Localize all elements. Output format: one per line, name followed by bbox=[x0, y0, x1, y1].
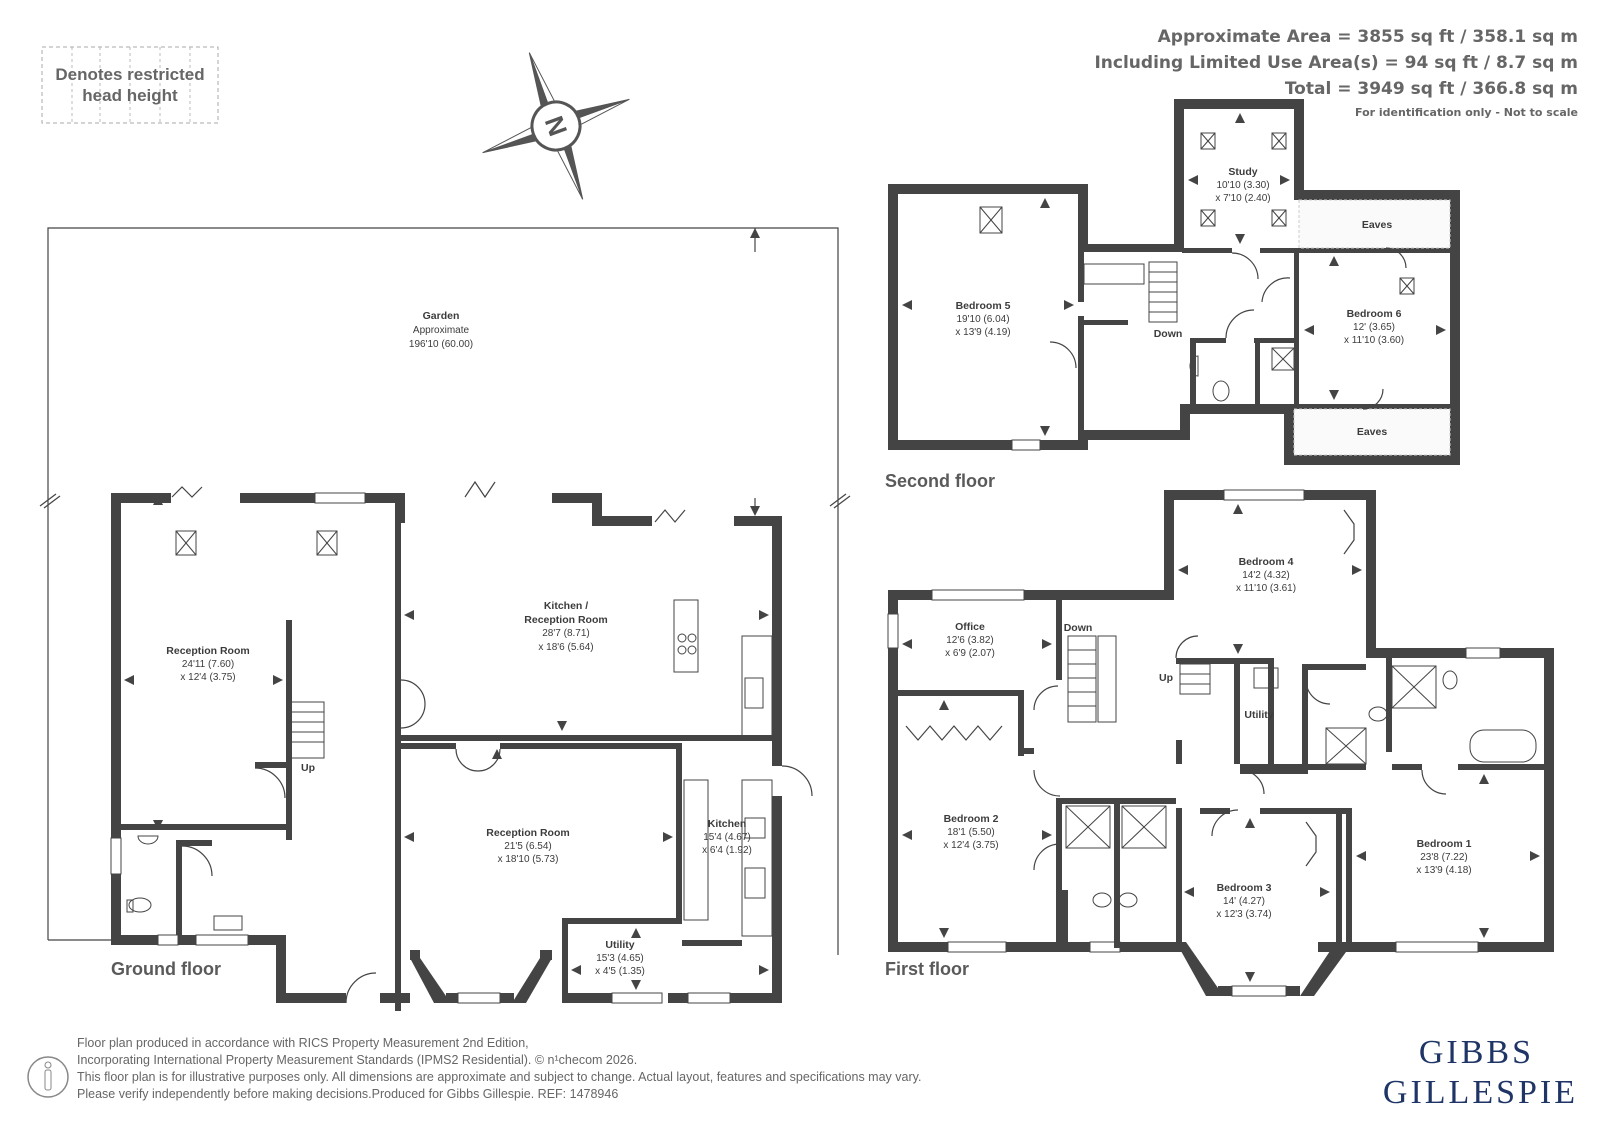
footer-line4: Please verify independently before makin… bbox=[77, 1087, 618, 1101]
bedroom-6-name: Bedroom 6 bbox=[1347, 308, 1402, 320]
kitchen-reception-name: Kitchen / bbox=[544, 600, 588, 612]
area-summary: Approximate Area = 3855 sq ft / 358.1 sq… bbox=[1094, 27, 1578, 119]
brand-line2: GILLESPIE bbox=[1383, 1074, 1578, 1111]
utility-ground-dim1: 15'3 (4.65) bbox=[596, 953, 644, 964]
office-dim2: x 6'9 (2.07) bbox=[945, 648, 995, 659]
bedroom-4-dim2: x 11'10 (3.61) bbox=[1236, 583, 1296, 594]
footer-line1: Floor plan produced in accordance with R… bbox=[77, 1036, 529, 1050]
brand-logo: GIBBS GILLESPIE bbox=[1383, 1034, 1578, 1111]
study-name: Study bbox=[1228, 166, 1257, 178]
kitchen-reception-dim2: x 18'6 (5.64) bbox=[538, 642, 593, 653]
bedroom-5-dim1: 19'10 (6.04) bbox=[956, 314, 1009, 325]
reception-room-2-name: Reception Room bbox=[486, 827, 569, 839]
ground-stairs-up-label: Up bbox=[301, 762, 315, 774]
kitchen-name: Kitchen bbox=[708, 818, 747, 830]
bedroom-5-name: Bedroom 5 bbox=[956, 300, 1011, 312]
area-line3: Total = 3949 sq ft / 366.8 sq m bbox=[1285, 79, 1578, 99]
footer: Floor plan produced in accordance with R… bbox=[27, 1036, 921, 1101]
utility-ground-dim2: x 4'5 (1.35) bbox=[595, 966, 645, 977]
ground-floor-plan: Garden Approximate 196'10 (60.00) Recept… bbox=[39, 227, 851, 1011]
brand-line1: GIBBS bbox=[1419, 1034, 1534, 1071]
bedroom-3-name: Bedroom 3 bbox=[1217, 882, 1272, 894]
first-stairs-down-label: Down bbox=[1064, 622, 1093, 634]
bedroom-6-dim1: 12' (3.65) bbox=[1353, 322, 1395, 333]
area-note: For identification only - Not to scale bbox=[1355, 106, 1578, 119]
garden-dim2: 196'10 (60.00) bbox=[409, 339, 473, 350]
bedroom-2-dim1: 18'1 (5.50) bbox=[947, 827, 995, 838]
bedroom-3-dim2: x 12'3 (3.74) bbox=[1216, 909, 1271, 920]
second-floor-plan: Bedroom 5 19'10 (6.04) x 13'9 (4.19) Stu… bbox=[885, 99, 1460, 491]
reception-room-2-dim2: x 18'10 (5.73) bbox=[498, 854, 559, 865]
eaves-top-label: Eaves bbox=[1362, 219, 1393, 231]
study-dim2: x 7'10 (2.40) bbox=[1215, 193, 1270, 204]
reception-room-1-name: Reception Room bbox=[166, 645, 249, 657]
bedroom-1-name: Bedroom 1 bbox=[1417, 838, 1472, 850]
reception-room-2-dim1: 21'5 (6.54) bbox=[504, 841, 552, 852]
ground-floor-label: Ground floor bbox=[111, 959, 221, 979]
bedroom-5-dim2: x 13'9 (4.19) bbox=[955, 327, 1010, 338]
utility-ground-name: Utility bbox=[605, 939, 634, 951]
first-floor-label: First floor bbox=[885, 959, 969, 979]
first-floor-plan: Office 12'6 (3.82) x 6'9 (2.07) Bedroom … bbox=[885, 489, 1554, 997]
footer-line3: This floor plan is for illustrative purp… bbox=[77, 1070, 921, 1084]
utility-first-name: Utility bbox=[1244, 709, 1273, 721]
kitchen-dim2: x 6'4 (1.92) bbox=[702, 845, 752, 856]
first-stairs-up-label: Up bbox=[1159, 672, 1173, 684]
garden-dim1: Approximate bbox=[413, 325, 470, 336]
bedroom-1-dim1: 23'8 (7.22) bbox=[1420, 852, 1468, 863]
bedroom-4-name: Bedroom 4 bbox=[1239, 556, 1294, 568]
office-dim1: 12'6 (3.82) bbox=[946, 635, 994, 646]
compass-icon: N bbox=[482, 52, 630, 200]
bedroom-6-dim2: x 11'10 (3.60) bbox=[1344, 335, 1404, 346]
legend-text-line1: Denotes restricted bbox=[55, 65, 204, 84]
second-floor-label: Second floor bbox=[885, 471, 995, 491]
eaves-bottom-label: Eaves bbox=[1357, 426, 1388, 438]
office-name: Office bbox=[955, 621, 985, 633]
garden-boundary bbox=[47, 227, 839, 955]
garden-name: Garden bbox=[423, 310, 460, 322]
reception-room-1-dim1: 24'11 (7.60) bbox=[182, 659, 234, 670]
legend-text-line2: head height bbox=[82, 86, 178, 105]
person-scale-icon bbox=[27, 1056, 69, 1098]
footer-line2: Incorporating International Property Mea… bbox=[77, 1053, 637, 1067]
restricted-head-height-legend: Denotes restricted head height bbox=[41, 46, 219, 124]
study-dim1: 10'10 (3.30) bbox=[1216, 180, 1269, 191]
area-line2: Including Limited Use Area(s) = 94 sq ft… bbox=[1094, 53, 1578, 73]
bedroom-1-dim2: x 13'9 (4.18) bbox=[1416, 865, 1471, 876]
kitchen-reception-dim1: 28'7 (8.71) bbox=[542, 628, 590, 639]
second-stairs-down-label: Down bbox=[1154, 328, 1183, 340]
bedroom-4-dim1: 14'2 (4.32) bbox=[1242, 570, 1290, 581]
reception-room-1-dim2: x 12'4 (3.75) bbox=[180, 672, 235, 683]
bedroom-2-name: Bedroom 2 bbox=[944, 813, 999, 825]
bedroom-2-dim2: x 12'4 (3.75) bbox=[943, 840, 998, 851]
kitchen-dim1: 15'4 (4.67) bbox=[703, 832, 751, 843]
bedroom-3-dim1: 14' (4.27) bbox=[1223, 896, 1265, 907]
area-line1: Approximate Area = 3855 sq ft / 358.1 sq… bbox=[1158, 27, 1578, 47]
kitchen-reception-name2: Reception Room bbox=[524, 614, 607, 626]
